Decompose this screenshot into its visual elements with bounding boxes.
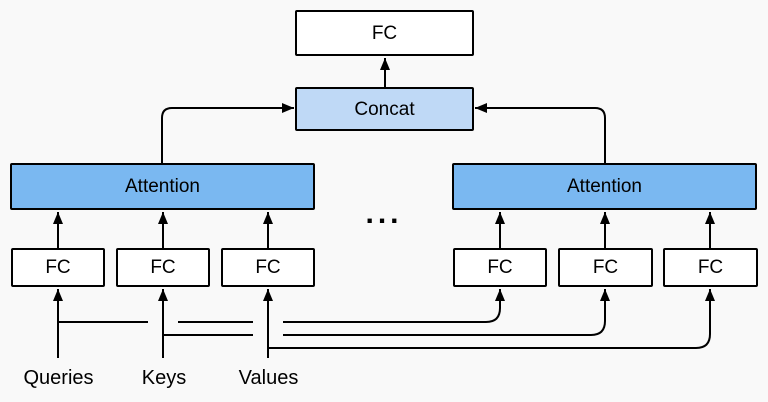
concat-box: Concat	[295, 87, 474, 131]
fc-right-2-label: FC	[592, 257, 619, 278]
fc-left-2-label: FC	[150, 257, 176, 278]
edge-attention-right-to-concat	[475, 103, 606, 163]
fc-right-3-label: FC	[697, 257, 724, 278]
fc-right-2-box: FC	[558, 248, 653, 287]
edge-keys-branch-to-fc-right-2	[283, 289, 610, 336]
values-label: Values	[238, 367, 299, 389]
fc-left-2-box: FC	[116, 248, 210, 287]
fc-left-3-box: FC	[221, 248, 315, 287]
concat-label: Concat	[354, 98, 415, 120]
attention-right-box: Attention	[452, 163, 757, 210]
fc-left-1-label: FC	[45, 257, 71, 278]
fc-right-1-box: FC	[453, 248, 547, 287]
attention-left-label: Attention	[125, 176, 200, 197]
fc-left-1-box: FC	[11, 248, 105, 287]
fc-left-3-label: FC	[255, 257, 281, 278]
ellipsis: ...	[365, 197, 403, 230]
attention-right-label: Attention	[567, 176, 642, 197]
edge-attention-left-to-concat	[161, 103, 294, 163]
edge-values-branch-to-fc-right-3	[268, 289, 715, 349]
keys-label: Keys	[141, 367, 187, 389]
fc-right-3-box: FC	[663, 248, 758, 287]
edge-queries-branch-to-fc-right-1	[283, 289, 505, 323]
output-fc-label: FC	[371, 22, 398, 44]
fc-right-1-label: FC	[487, 257, 513, 278]
output-fc-box: FC	[295, 10, 474, 56]
queries-label: Queries	[23, 367, 94, 389]
attention-left-box: Attention	[10, 163, 315, 210]
